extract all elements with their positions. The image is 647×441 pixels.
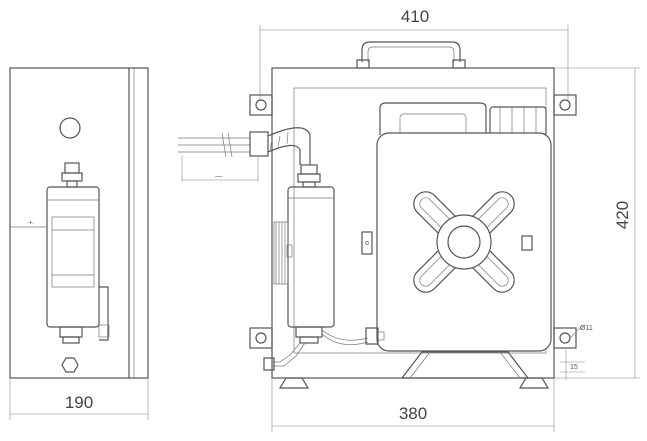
front-view: 410 — [178, 7, 640, 432]
mounting-ear-top-left [249, 94, 273, 116]
svg-text:—: — [215, 173, 222, 180]
bottom-width-label: 380 [399, 404, 427, 423]
side-view: ·•· 190 [9, 67, 149, 420]
foot-left [278, 377, 310, 389]
battery-pack [379, 102, 487, 135]
indicator-lamp [361, 231, 373, 255]
tank-stand [401, 351, 529, 379]
side-width-label: 190 [65, 393, 93, 412]
foot-right [518, 377, 550, 389]
carry-handle [361, 41, 461, 62]
transformer-side-coil [273, 221, 289, 285]
svg-text:·•·: ·•· [27, 220, 34, 227]
side-view-coil [51, 216, 95, 288]
battery-terminal-block [489, 106, 547, 136]
mounting-ear-bottom-right [553, 327, 577, 349]
side-view-mount-hole [59, 117, 81, 139]
cable-gland [249, 131, 269, 157]
mounting-ear-bottom-left [249, 327, 273, 349]
foot-height-label: 15 [570, 364, 578, 371]
ground-connector [263, 357, 275, 371]
gas-connector [365, 327, 379, 345]
side-view-hex-nut [61, 357, 79, 373]
height-label: 420 [613, 201, 632, 229]
valve-wheel-icon [413, 191, 515, 293]
front-transformer [287, 186, 335, 328]
side-view-transformer [46, 186, 100, 328]
hole-diameter-label: Ø11 [580, 325, 593, 332]
mounting-ear-top-right [553, 94, 577, 116]
top-width-label: 410 [401, 7, 429, 26]
side-view-housing [9, 67, 149, 379]
